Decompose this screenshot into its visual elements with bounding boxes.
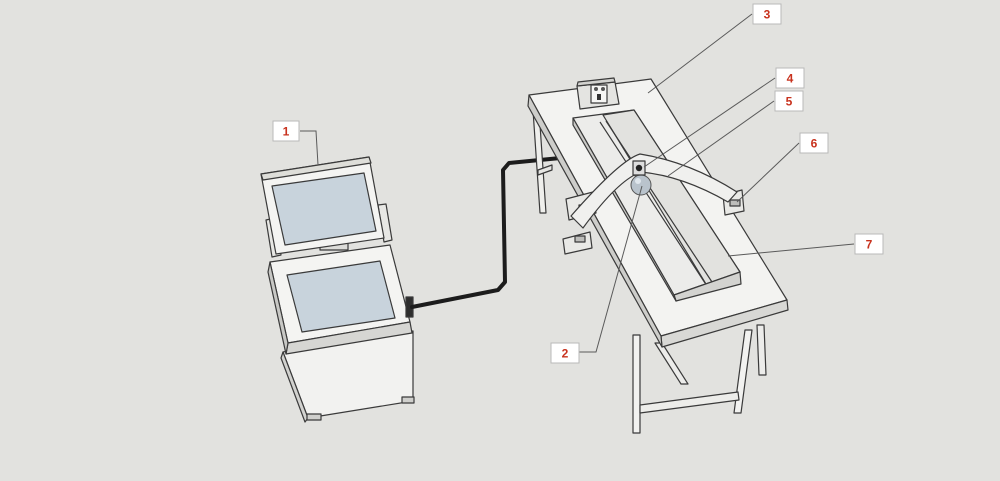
leader-6 (736, 142, 800, 203)
guide-rail-block (572, 109, 742, 302)
leader-4 (643, 77, 776, 168)
callout-2: 2 (550, 342, 580, 364)
flexible-test-sheet (570, 153, 738, 229)
svg-text:3: 3 (764, 8, 771, 22)
test-table (527, 77, 789, 434)
leader-2 (578, 185, 643, 353)
callout-6: 6 (799, 132, 829, 154)
roller-ball (630, 174, 652, 196)
callout-3: 3 (752, 3, 782, 25)
svg-text:2: 2 (562, 347, 569, 361)
callout-1: 1 (272, 120, 300, 142)
leader-lines (300, 13, 855, 353)
upper-display-screen (271, 172, 377, 246)
callout-5: 5 (774, 90, 804, 112)
svg-text:6: 6 (811, 137, 818, 151)
svg-text:1: 1 (283, 125, 290, 139)
table-controller-box (576, 77, 620, 110)
probe-head (632, 160, 646, 176)
leader-3 (647, 13, 753, 94)
svg-text:5: 5 (786, 95, 793, 109)
leader-5 (667, 100, 775, 177)
leader-1 (300, 130, 319, 166)
svg-text:7: 7 (866, 238, 873, 252)
svg-text:4: 4 (787, 72, 794, 86)
lower-display-screen (286, 260, 396, 333)
leader-7 (727, 243, 855, 257)
callout-4: 4 (775, 67, 805, 89)
callout-7: 7 (854, 233, 884, 255)
control-unit (260, 156, 415, 423)
